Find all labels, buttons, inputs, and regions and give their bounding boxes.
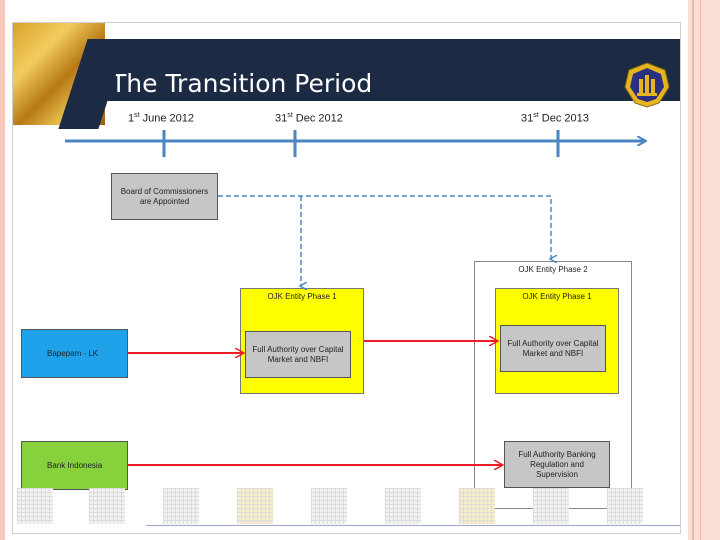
ojk-phase2-label: OJK Entity Phase 2: [518, 265, 588, 274]
ojk-phase1-right-label: OJK Entity Phase 1: [522, 292, 592, 301]
timeline-label-dec-2013: 31st Dec 2013: [521, 112, 589, 125]
decorative-tile: [17, 488, 53, 524]
decorative-tile-strip: [13, 488, 680, 528]
decorative-tile: [237, 488, 273, 524]
decorative-tile: [311, 488, 347, 524]
decorative-tile: [533, 488, 569, 524]
right-frame-line-thin: [700, 0, 701, 540]
bank-indonesia-box: Bank Indonesia: [21, 441, 128, 490]
banking-authority-box: Full Authority Banking Regulation and Su…: [504, 441, 610, 488]
diagram-connectors: [65, 130, 680, 533]
capital-market-authority-right-text: Full Authority over Capital Market and N…: [507, 338, 599, 358]
left-frame-border: [0, 0, 5, 540]
bapepam-lk-box: Bapepam - LK: [21, 329, 128, 378]
board-of-commissioners-box: Board of Commissioners are Appointed: [111, 173, 218, 220]
slide: The Transition Period 1st June 2012 31st…: [12, 22, 681, 534]
bapepam-lk-text: Bapepam - LK: [47, 349, 99, 358]
decorative-tile: [385, 488, 421, 524]
dashed-connector-phase2: [218, 195, 551, 259]
timeline-label-dec-2012: 31st Dec 2012: [275, 112, 343, 125]
capital-market-authority-right-box: Full Authority over Capital Market and N…: [500, 325, 606, 372]
right-frame-line: [692, 0, 694, 540]
emblem-logo-icon: [624, 62, 670, 108]
ojk-phase1-left-label: OJK Entity Phase 1: [267, 292, 337, 301]
decorative-tile: [459, 488, 495, 524]
footer-rule: [146, 525, 680, 526]
capital-market-authority-left-text: Full Authority over Capital Market and N…: [252, 344, 344, 364]
banking-authority-text: Full Authority Banking Regulation and Su…: [518, 449, 596, 479]
slide-title: The Transition Period: [111, 69, 373, 98]
capital-market-authority-left-box: Full Authority over Capital Market and N…: [245, 331, 351, 378]
bank-indonesia-text: Bank Indonesia: [47, 461, 103, 470]
decorative-tile: [163, 488, 199, 524]
decorative-tile: [607, 488, 643, 524]
timeline-label-june-2012: 1st June 2012: [128, 112, 195, 125]
decorative-tile: [89, 488, 125, 524]
board-of-commissioners-text: Board of Commissioners are Appointed: [120, 186, 209, 206]
